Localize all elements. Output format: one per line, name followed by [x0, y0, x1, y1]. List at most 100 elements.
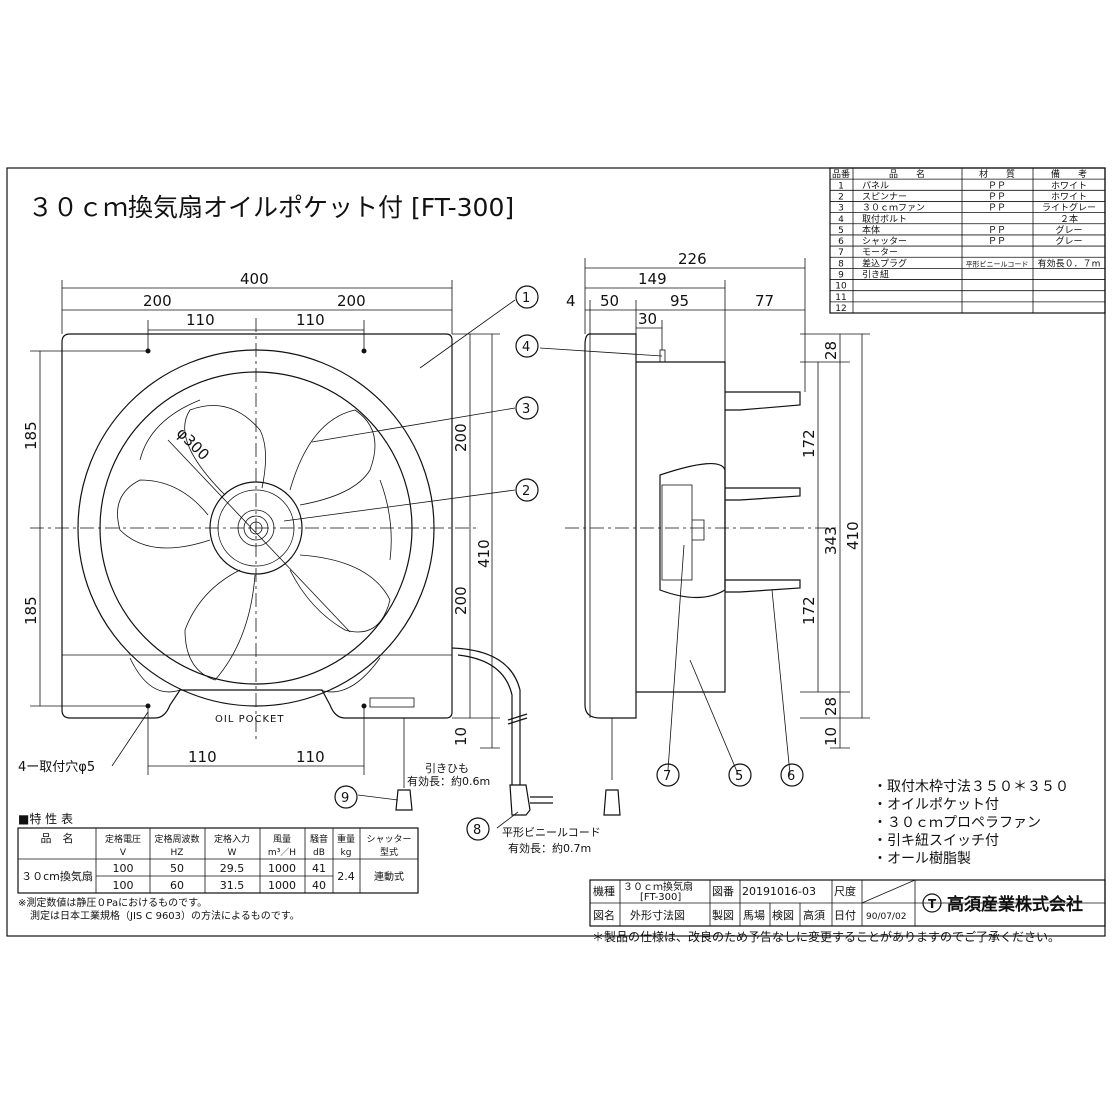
dim-front-200-upper: 200 — [452, 423, 470, 452]
fan-diameter-label: φ300 — [173, 424, 213, 464]
side-dimensions — [584, 258, 870, 749]
dim-front-200-left: 200 — [143, 292, 172, 310]
svg-text:7: 7 — [663, 769, 671, 784]
spec-header-unit: V — [120, 848, 127, 858]
part-cell: ライトグレー — [1042, 202, 1096, 214]
tb-shakudo-label: 尺度 — [834, 884, 856, 898]
spec-cell: 29.5 — [220, 862, 245, 875]
part-cell: ２本 — [1060, 213, 1078, 225]
shutter-blades — [725, 391, 801, 593]
part-number: 6 — [838, 237, 844, 247]
dim-front-200-right: 200 — [337, 292, 366, 310]
tb-company: 高須産業株式会社 — [947, 894, 1083, 915]
disclaimer: ＊製品の仕様は、改良のため予告なしに変更することがありますのでご了承ください。 — [592, 929, 1060, 944]
company-logo-icon: T — [922, 893, 942, 913]
cord-label: 平形ビニールコード — [502, 826, 601, 839]
dim-front-200-lower: 200 — [452, 586, 470, 615]
spec-header-unit: 型式 — [380, 846, 398, 858]
part-cell: グレー — [1055, 235, 1082, 247]
part-cell: スピンナー — [862, 191, 907, 202]
spec-cell: 1000 — [268, 879, 296, 892]
part-cell: 取付ボルト — [862, 214, 907, 225]
spec-header: 風量 — [273, 834, 291, 845]
spec-header-unit: m³／H — [268, 847, 296, 858]
spec-table: 品 名定格電圧V定格周波数HZ定格入力W風量m³／H騒音dB重量kgシャッター型… — [17, 827, 419, 894]
tb-zumei-label: 図名 — [593, 908, 615, 922]
spec-weight: 2.4 — [337, 870, 355, 883]
spec-cell: 50 — [170, 862, 184, 875]
svg-text:8: 8 — [473, 823, 481, 838]
side-body-outline — [584, 333, 637, 719]
front-panel-outline — [61, 333, 453, 719]
callout-4: 4 — [515, 334, 539, 358]
feature-4: ・引キ紐スイッチ付 — [873, 833, 999, 849]
spec-cell: 60 — [170, 879, 184, 892]
tb-kishu-label: 機種 — [593, 884, 615, 898]
part-cell: ＰＰ — [988, 192, 1006, 202]
part-cell: パネル — [862, 180, 889, 191]
side-motor-bulge — [659, 462, 726, 599]
part-cell: ＰＰ — [988, 226, 1006, 236]
mount-hole-note: 4ー取付穴φ5 — [18, 760, 95, 775]
dim-front-110-right: 110 — [296, 311, 325, 329]
spec-header: 品 名 — [41, 831, 74, 845]
callout-5: 5 — [728, 763, 752, 787]
part-cell: ＰＰ — [988, 237, 1006, 247]
dim-side-77: 77 — [755, 292, 774, 310]
part-cell: ホワイト — [1051, 180, 1087, 191]
tb-seizu-value: 馬場 — [743, 909, 765, 922]
dim-side-343: 343 — [822, 526, 840, 555]
front-view: φ300 OIL POCKET — [30, 318, 480, 740]
drawing-title: ３０ｃｍ換気扇オイルポケット付 [FT-300] — [28, 193, 514, 222]
pull-switch-slot — [369, 697, 415, 708]
spec-header: 定格入力 — [214, 833, 250, 845]
part-number: 7 — [838, 248, 844, 258]
spec-cell: 100 — [113, 862, 134, 875]
dim-front-185-upper: 185 — [22, 421, 40, 450]
tb-kishu-value-1: ３０ｃｍ換気扇 — [623, 880, 693, 893]
part-cell: 平形ビニールコード — [966, 259, 1029, 268]
svg-text:1: 1 — [522, 291, 530, 306]
part-number: 11 — [835, 293, 846, 303]
callout-1: 1 — [515, 285, 539, 309]
tb-zuban-value: 20191016-03 — [742, 885, 816, 898]
part-cell: 差込プラグ — [862, 257, 907, 269]
dim-front-185-lower: 185 — [22, 596, 40, 625]
parts-header-1: 品 名 — [889, 168, 925, 180]
part-number: 2 — [838, 192, 844, 202]
dim-side-95: 95 — [670, 292, 689, 310]
dim-side-50: 50 — [600, 292, 619, 310]
spec-header: 騒音 — [310, 833, 328, 845]
mount-hole-top-right — [361, 348, 367, 354]
power-cord — [451, 647, 553, 816]
part-number: 8 — [838, 259, 844, 269]
parts-header-2: 材 質 — [979, 168, 1015, 180]
callout-7: 7 — [656, 763, 680, 787]
part-cell: ＰＰ — [988, 181, 1006, 191]
feature-3: ・３０ｃｍプロペラファン — [873, 815, 1041, 831]
tb-hizuke-label: 日付 — [834, 909, 856, 922]
side-motor-shaft — [692, 519, 705, 541]
dim-front-bottom-110-right: 110 — [296, 748, 325, 766]
callout-2: 2 — [515, 478, 539, 502]
side-view — [565, 333, 838, 816]
part-cell: ＰＰ — [988, 204, 1006, 214]
fan-blades — [117, 399, 392, 681]
svg-text:9: 9 — [341, 791, 349, 806]
spec-cell: 41 — [312, 862, 326, 875]
spec-header: 定格周波数 — [154, 833, 199, 845]
part-number: 9 — [838, 271, 844, 281]
spec-header-unit: dB — [313, 848, 325, 858]
oil-pocket-curve — [129, 657, 381, 693]
part-cell: グレー — [1055, 224, 1082, 236]
svg-text:3: 3 — [522, 402, 530, 417]
spec-cell: 1000 — [268, 862, 296, 875]
tb-hizuke-value: 90/07/02 — [866, 912, 906, 922]
part-number: 4 — [838, 215, 844, 225]
tb-kishu-value-2: [FT-300] — [640, 892, 681, 903]
spec-header: 定格電圧 — [105, 833, 141, 845]
part-number: 12 — [835, 304, 846, 314]
part-number: 3 — [838, 204, 844, 214]
